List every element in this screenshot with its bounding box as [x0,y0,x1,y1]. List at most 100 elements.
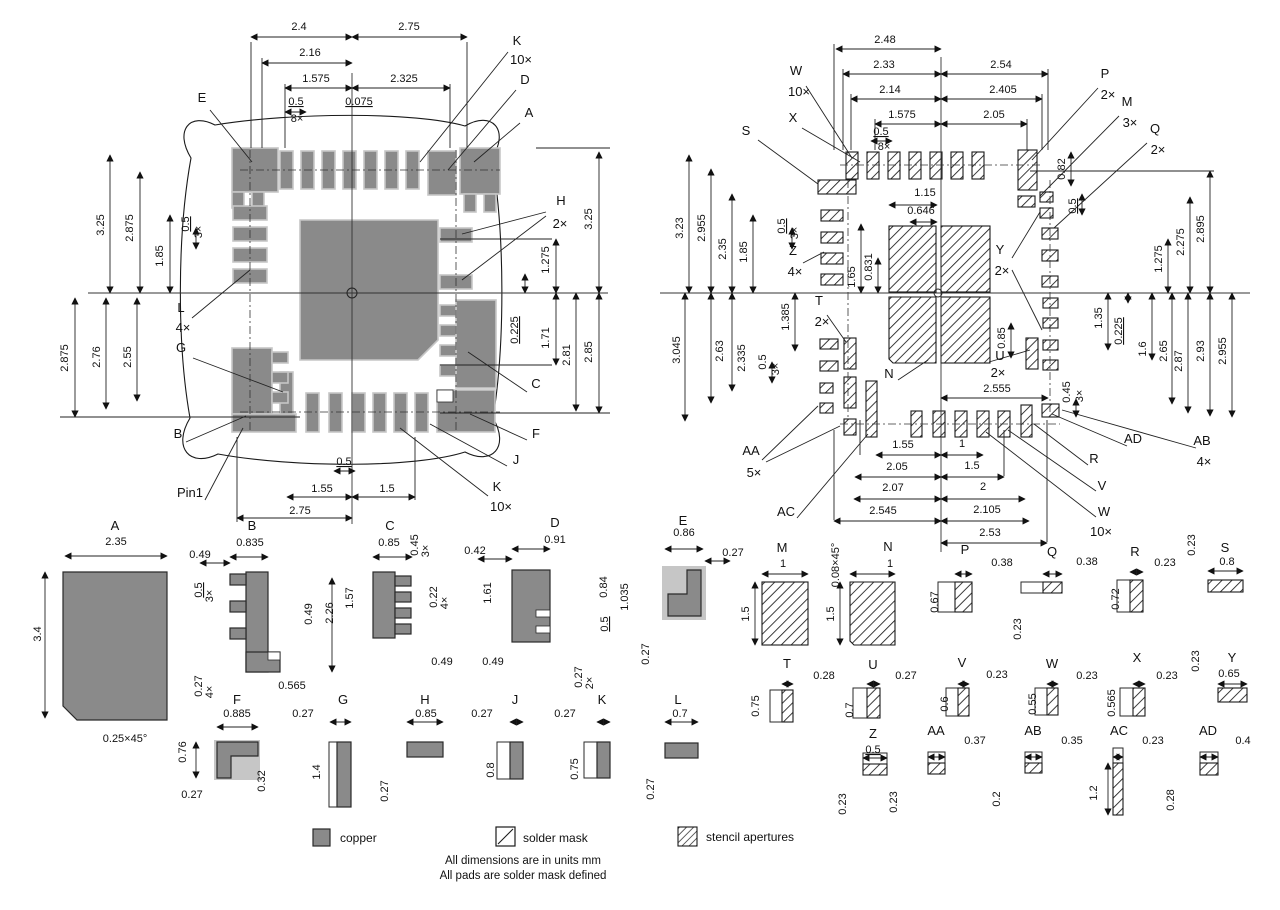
stencil-pad [843,376,857,409]
dim-text: 0.49 [482,656,503,668]
pad-notches [267,389,551,661]
ref-label: S [1221,540,1230,555]
stencil-pad [887,151,901,180]
legend-solder-mask-diagonal [497,828,514,845]
detail-copper-pad [229,600,247,613]
detail-pad-outline [496,741,524,780]
copper-pad [231,413,297,433]
ref-label: V [1098,478,1107,493]
dim-text: 2.54 [990,59,1011,71]
detail-stencil-pad [957,687,970,717]
detail-stencil-pad [1046,687,1059,716]
stencil-pad [1017,195,1036,208]
detail-pad-outline [1024,751,1043,764]
dim-text: 0.5 [865,744,880,756]
dim-text: 1.85 [154,245,166,266]
leader-line [796,433,869,519]
ref-label: M [1122,94,1133,109]
dim-text: 1.71 [540,327,552,348]
ref-label: W [790,63,803,78]
detail-pad-outline [927,751,946,764]
leader-line [1051,413,1128,447]
pad-notch [535,609,551,618]
dim-text: 3× [193,226,205,239]
legend-solder-mask-label: solder mask [523,831,589,845]
ref-label: H [420,692,429,707]
dim-text: 2.63 [714,340,726,361]
ref-label: 10× [1090,524,1112,539]
detail-stencil-pad [1024,762,1043,774]
stencil-pad [819,338,839,350]
copper-pad [439,324,457,337]
pad-notch [267,651,281,661]
stencil-pad [820,231,844,244]
dim-text: 0.72 [1110,588,1122,609]
right-center-mark [933,288,943,298]
dim-text: 0.85 [996,327,1008,348]
dim-text: 2.16 [299,47,320,59]
dim-text: 0.23 [986,669,1007,681]
dim-text: 2.05 [886,461,907,473]
dim-text: 0.5 [288,96,303,108]
dim-text: 0.27 [379,780,391,801]
stencil-pad [1042,359,1059,371]
dim-text: 1.275 [1153,245,1165,273]
dim-text: 0.27 [573,666,585,687]
dim-text: 2.05 [983,109,1004,121]
dim-text: 2.26 [324,602,336,623]
stencil-pad [1025,337,1039,370]
copper-pad [439,304,457,317]
dim-text: 0.37 [964,735,985,747]
dim-text: 4× [204,686,216,699]
stencil-pad [819,360,839,372]
ref-label: B [174,426,183,441]
detail-copper-pad [394,623,412,635]
ref-label: G [176,340,186,355]
dim-text: 0.23 [1156,670,1177,682]
dim-text: 1.385 [780,303,792,331]
stencil-pad [950,151,964,180]
copper-pads-left-view [231,147,501,433]
ref-label: K [513,33,522,48]
detail-stencil-pad [1132,687,1146,717]
dim-text: 2.55 [122,346,134,367]
ref-label: M [777,540,788,555]
leader-line [802,251,825,264]
stencil-pad [819,402,834,414]
detail-copper-pad [406,741,444,758]
ref-label: X [789,110,798,125]
copper-pad [305,392,320,433]
stencil-pad [819,382,834,394]
dim-text: 0.225 [509,316,521,344]
dim-text: 1.61 [482,582,494,603]
detail-copper-pad [394,607,412,619]
dim-text: 0.45 [409,534,421,555]
ref-label: AB [1193,433,1210,448]
dim-text: 1.5 [379,483,394,495]
detail-stencil-pad [1217,687,1248,703]
dim-text: 0.5 [180,216,192,231]
ref-label: AC [777,504,795,519]
stencil-pad [1042,339,1059,351]
ref-label: U [868,657,877,672]
detail-pad-e [667,569,702,617]
dim-text: 0.565 [1106,689,1118,717]
dim-text: 0.27 [193,675,205,696]
stencil-pad [843,418,857,436]
ref-label: Z [789,243,797,258]
dim-text: 0.23 [1142,735,1163,747]
dim-text: 1.35 [1093,307,1105,328]
dim-text: 3.25 [583,208,595,229]
ref-label: AB [1024,723,1041,738]
stencil-pad [1039,207,1054,219]
center-pad-quadrant [888,296,937,364]
ref-label: W [1098,504,1111,519]
stencil-pad [817,179,857,195]
ref-label: Q [1047,544,1057,559]
dim-text: 0.49 [189,549,210,561]
copper-pad [372,392,387,433]
ref-label: Y [996,242,1005,257]
detail-stencil-pad [862,763,888,776]
